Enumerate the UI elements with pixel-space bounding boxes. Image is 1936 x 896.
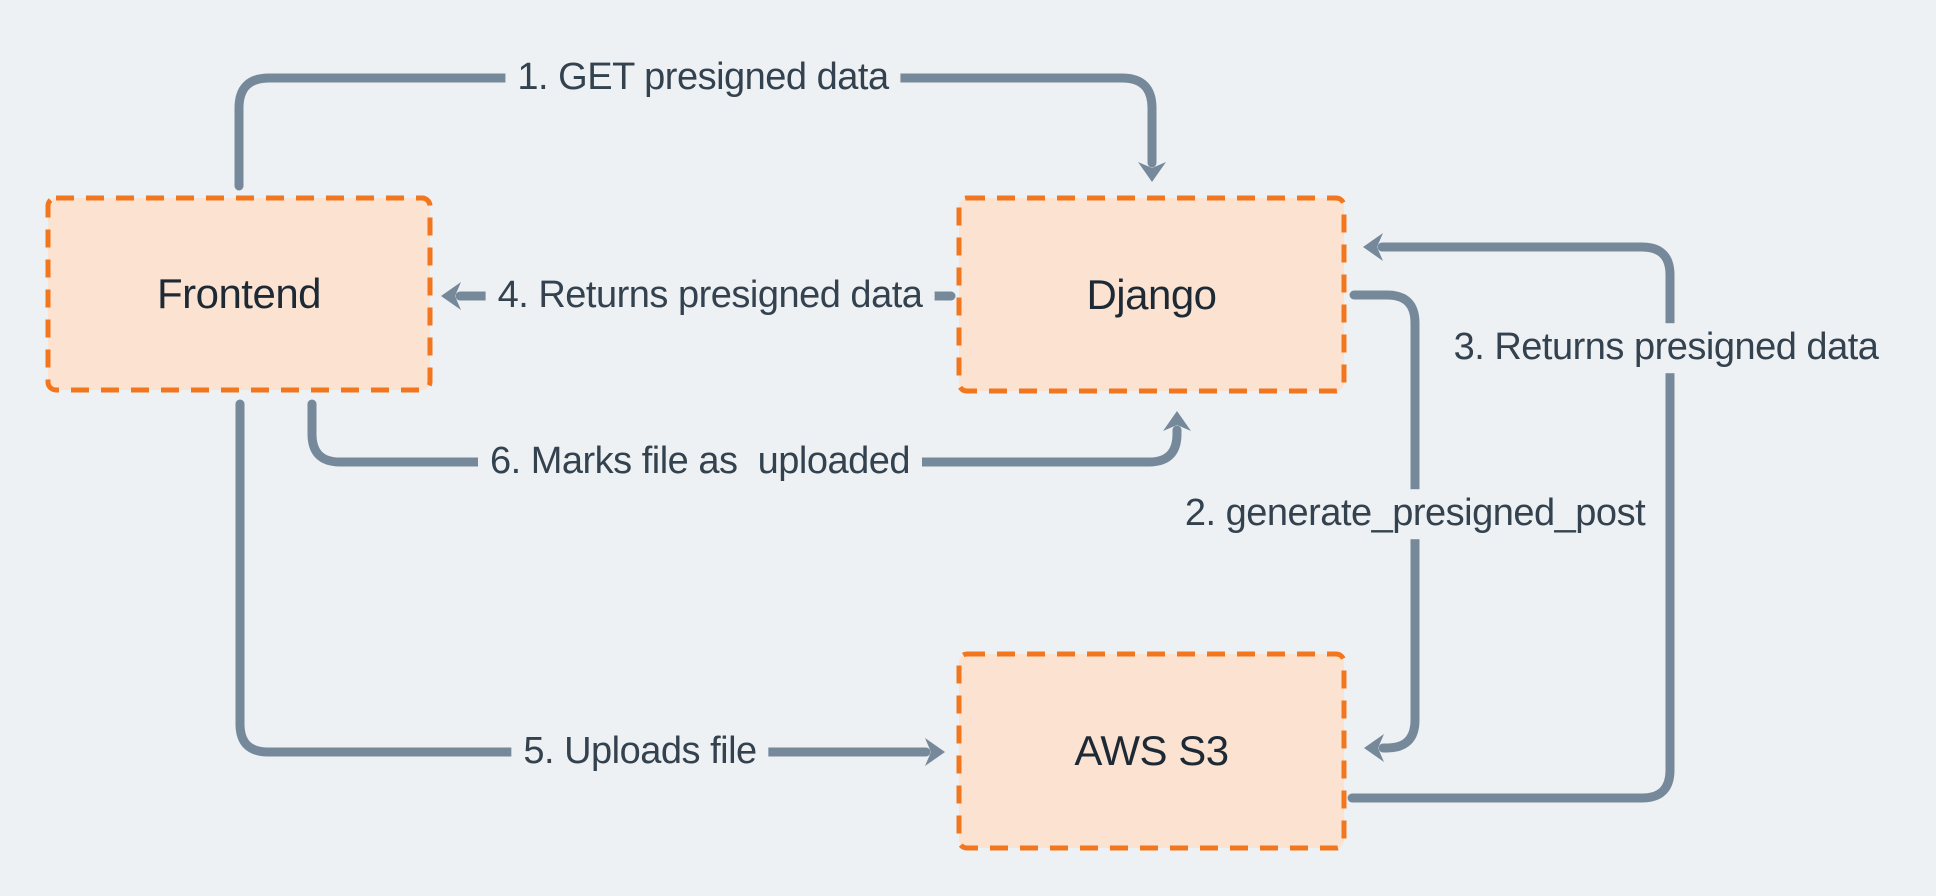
- node-frontend-box: [45, 195, 433, 393]
- edge-5-frontend-to-s3: [235, 399, 945, 766]
- edge-label-get-presigned-data: 1. GET presigned data: [505, 53, 901, 103]
- node-django-box: [956, 195, 1347, 394]
- edge-label-returns-presigned-data-django: 4. Returns presigned data: [485, 271, 935, 321]
- edge-label-marks-file-as-uploaded: 6. Marks file as uploaded: [477, 437, 923, 487]
- edge-label-returns-presigned-data-s3: 3. Returns presigned data: [1441, 323, 1891, 373]
- edge-label-uploads-file: 5. Uploads file: [511, 727, 769, 777]
- edge-3-s3-to-django: [1347, 233, 1675, 803]
- node-django-label: Django: [1086, 270, 1217, 318]
- node-aws-s3-box: [956, 651, 1347, 851]
- node-frontend-label: Frontend: [156, 270, 322, 317]
- edge-label-generate-presigned-post: 2. generate_presigned_post: [1172, 489, 1658, 539]
- node-aws-s3-label: AWS S3: [1074, 727, 1229, 774]
